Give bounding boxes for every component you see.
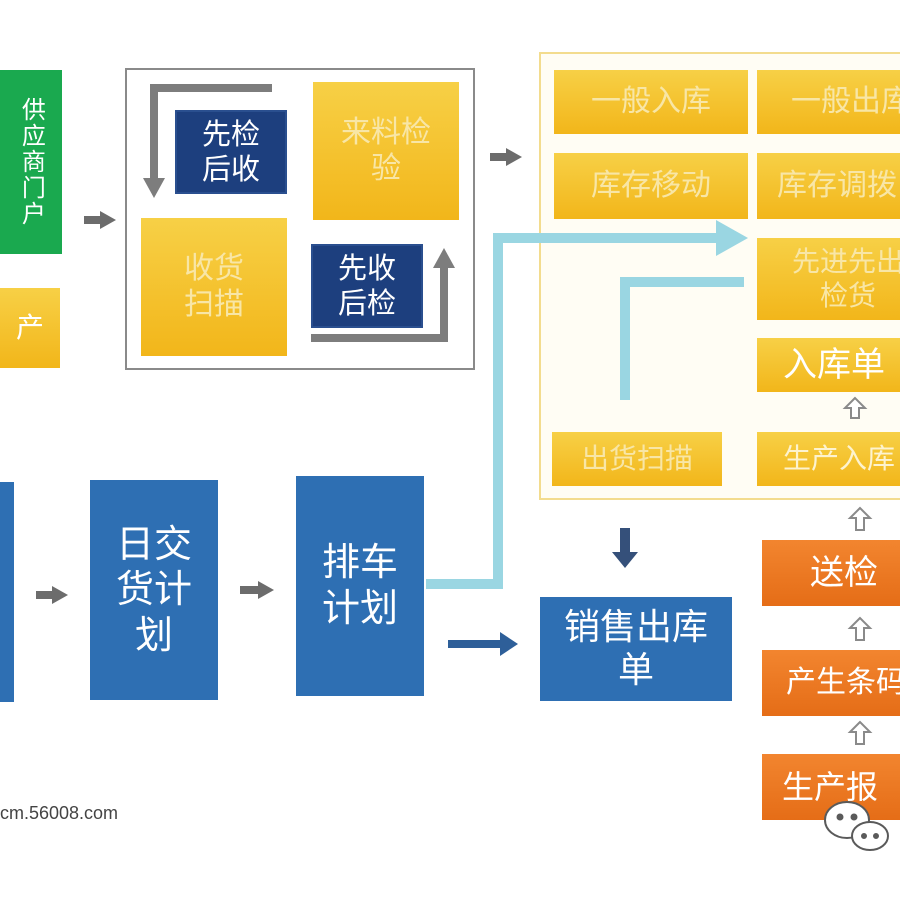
loop-arrow-bottom-head <box>433 248 455 268</box>
send-inspect-label: 送检 <box>810 552 878 593</box>
cyan-flow-main-head <box>716 220 748 256</box>
production-partial-box: 产 <box>0 288 60 368</box>
watermark-logo <box>824 801 889 851</box>
loop-arrow-bottom <box>311 264 448 342</box>
material-check-label: 来料检验 <box>341 115 431 186</box>
gen-barcode-box: 产生条码 <box>762 650 900 716</box>
loop-arrow-top <box>150 84 272 182</box>
receive-scan-label: 收货扫描 <box>184 251 244 322</box>
general-in-label: 一般入库 <box>591 84 711 119</box>
production-report-label: 生产报 <box>782 767 879 806</box>
production-partial-label: 产 <box>15 311 44 345</box>
sales-outbound-box: 销售出库单 <box>540 597 732 701</box>
receive-first-box: 先收后检 <box>311 244 423 328</box>
inspect-first-label: 先检后收 <box>201 117 260 186</box>
cyan-flow-branch <box>620 277 744 400</box>
fifo-label: 先进先出检货 <box>791 245 900 312</box>
general-in-box: 一般入库 <box>554 70 748 134</box>
daily-delivery-box: 日交货计划 <box>90 480 218 700</box>
general-out-label: 一般出库 <box>791 84 900 119</box>
sales-outbound-label: 销售出库单 <box>563 606 708 691</box>
material-check-box: 来料检验 <box>313 82 459 220</box>
supplier-portal-box: 供应商门户 <box>0 70 62 254</box>
production-in-box: 生产入库 <box>757 432 900 486</box>
stock-adjust-box: 库存调拨 <box>757 153 900 219</box>
truck-schedule-label: 排车计划 <box>321 540 398 630</box>
general-out-box: 一般出库 <box>757 70 900 134</box>
down-arrow-head <box>612 552 638 568</box>
send-inspect-box: 送检 <box>762 540 900 606</box>
site-watermark: cm.56008.com <box>0 803 119 823</box>
left-partial-box <box>0 482 14 702</box>
cyan-flow-main <box>426 233 720 589</box>
small-arrows <box>36 148 522 604</box>
loop-arrow-top-head <box>143 178 165 198</box>
sales-arrow-head <box>500 632 518 656</box>
fifo-box: 先进先出检货 <box>757 238 900 320</box>
gen-barcode-label: 产生条码 <box>786 665 900 700</box>
stock-move-label: 库存移动 <box>591 168 711 203</box>
stock-in-order-label: 入库单 <box>783 344 885 385</box>
supplier-portal-label: 供应商门户 <box>17 97 46 227</box>
down-arrow-shaft <box>620 528 630 554</box>
inspect-first-box: 先检后收 <box>175 110 287 194</box>
outbound-scan-label: 出货扫描 <box>580 442 693 476</box>
stock-in-order-box: 入库单 <box>757 338 900 392</box>
stock-adjust-label: 库存调拨 <box>777 168 897 203</box>
truck-schedule-box: 排车计划 <box>296 476 424 696</box>
stock-move-box: 库存移动 <box>554 153 748 219</box>
receive-first-label: 先收后检 <box>337 251 396 320</box>
receive-scan-box: 收货扫描 <box>141 218 287 356</box>
production-in-label: 生产入库 <box>783 442 896 476</box>
outbound-scan-box: 出货扫描 <box>552 432 722 486</box>
production-report-box: 生产报 <box>762 754 900 820</box>
sales-arrow-shaft <box>448 640 500 648</box>
daily-delivery-label: 日交货计划 <box>115 521 192 657</box>
up-arrows <box>842 396 873 745</box>
